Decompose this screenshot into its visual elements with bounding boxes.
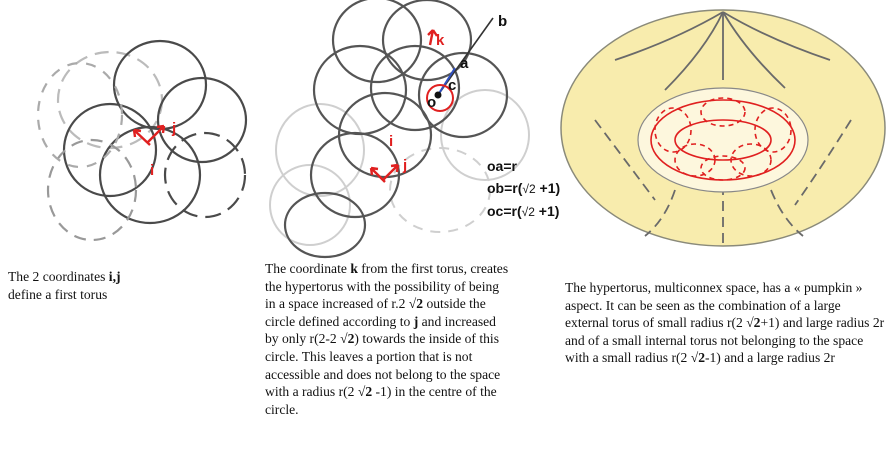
label-j: j bbox=[402, 157, 407, 174]
torus-circle bbox=[369, 44, 461, 132]
faint-circle bbox=[275, 103, 365, 197]
eq-root: √2 bbox=[521, 205, 535, 219]
caption-text: The 2 coordinates bbox=[8, 269, 109, 284]
label-i: i bbox=[150, 162, 154, 179]
figure-pumpkin-hypertorus: The hypertorus, multiconnex space, has a… bbox=[555, 0, 887, 469]
hypertorus-construction-drawing: k j i b a c o bbox=[269, 0, 530, 259]
label-c: c bbox=[448, 77, 456, 94]
torus-circle bbox=[36, 61, 124, 169]
center-circle bbox=[426, 84, 454, 112]
coordinate-arrows bbox=[369, 29, 438, 183]
torus-circle bbox=[56, 50, 164, 150]
torus-circle bbox=[417, 51, 509, 139]
label-i: i bbox=[389, 133, 393, 150]
caption-text: The hypertorus, multiconnex space, has a… bbox=[565, 280, 863, 331]
eq-text: +1) bbox=[535, 180, 561, 196]
equations-block: oa=r ob=r(√2 +1) oc=r(√2 +1) bbox=[487, 155, 560, 223]
figure-first-torus: j i The 2 coordinates i,j define a first… bbox=[0, 0, 265, 469]
label-k: k bbox=[436, 32, 445, 49]
caption-figure3: The hypertorus, multiconnex space, has a… bbox=[565, 279, 885, 367]
inner-hole bbox=[637, 87, 809, 193]
caption-text: ) towards the inside of this circle. Thi… bbox=[265, 331, 501, 400]
meridian-lines bbox=[594, 11, 852, 244]
caption-bold: 2 bbox=[698, 350, 705, 366]
first-torus-drawing: j i bbox=[36, 39, 248, 242]
caption-figure2: The coordinate k from the first torus, c… bbox=[265, 260, 510, 418]
eq-text: ob=r( bbox=[487, 180, 523, 196]
label-j: j bbox=[171, 120, 176, 137]
torus-circle bbox=[381, 0, 473, 82]
equation-oa: oa=r bbox=[487, 158, 517, 174]
torus-circle bbox=[46, 138, 138, 242]
eq-root: √2 bbox=[522, 182, 536, 196]
equation-oc: oc=r(√2 +1) bbox=[487, 200, 560, 223]
pumpkin-hypertorus-drawing bbox=[560, 9, 886, 247]
caption-text: from the first torus, creates the hypert… bbox=[265, 261, 509, 312]
caption-figure1: The 2 coordinates i,j define a first tor… bbox=[8, 268, 258, 303]
inner-torus bbox=[650, 97, 796, 181]
caption-text: define a first torus bbox=[8, 286, 108, 302]
caption-bold: 2 bbox=[416, 296, 424, 312]
eq-text: oc=r( bbox=[487, 203, 522, 219]
caption-bold: j bbox=[413, 313, 419, 329]
torus-circle bbox=[312, 44, 408, 136]
coordinate-arrows bbox=[132, 124, 166, 146]
torus-circle bbox=[283, 191, 367, 259]
caption-bold: 2 bbox=[365, 384, 373, 400]
radius-line-oc bbox=[437, 67, 456, 96]
faint-circle bbox=[440, 89, 530, 181]
caption-text: +1) and large radius 2r and of a small i… bbox=[565, 315, 885, 366]
caption-text: -1) and a large radius 2r bbox=[704, 350, 835, 366]
torus-circle bbox=[156, 76, 248, 164]
torus-circle bbox=[62, 102, 158, 198]
faint-circle bbox=[269, 164, 351, 246]
label-b: b bbox=[498, 13, 507, 30]
caption-bold: k bbox=[350, 261, 358, 276]
caption-coords: i,j bbox=[108, 269, 121, 284]
figure-hypertorus-construction: k j i b a c o oa=r ob=r(√2 +1) oc=r(√2 +… bbox=[265, 0, 570, 469]
label-o: o bbox=[427, 94, 436, 111]
point-o bbox=[434, 91, 442, 99]
label-a: a bbox=[460, 55, 469, 72]
torus-circle bbox=[163, 131, 247, 219]
torus-circle bbox=[337, 91, 433, 179]
caption-text: outside the circle defined according to bbox=[265, 296, 486, 329]
eq-text: +1) bbox=[534, 203, 560, 219]
torus-circle bbox=[331, 0, 423, 84]
caption-bold: 2 bbox=[753, 315, 761, 331]
torus-circle bbox=[309, 131, 401, 219]
faint-circle bbox=[389, 147, 491, 233]
caption-text: -1) in the centre of the circle. bbox=[265, 384, 497, 417]
caption-text: and increased by only r(2-2 √ bbox=[265, 313, 496, 347]
caption-text: The coordinate bbox=[265, 261, 351, 276]
caption-bold: 2 bbox=[347, 331, 355, 347]
equation-ob: ob=r(√2 +1) bbox=[487, 177, 560, 200]
